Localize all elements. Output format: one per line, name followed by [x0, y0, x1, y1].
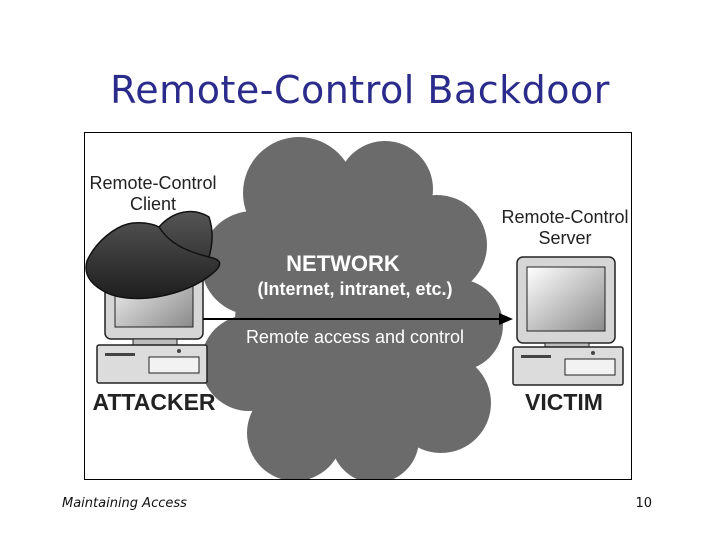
- backdoor-diagram: Remote-Control Client Remote-Control Ser…: [84, 132, 632, 480]
- connection-arrow: [203, 313, 513, 325]
- network-subtitle: (Internet, intranet, etc.): [257, 279, 453, 299]
- page-number: 10: [635, 496, 652, 511]
- black-hat-icon: [85, 210, 221, 300]
- network-title: NETWORK: [286, 251, 400, 276]
- victim-label: VICTIM: [525, 389, 603, 415]
- attacker-label: ATTACKER: [92, 389, 216, 415]
- victim-computer: [512, 256, 624, 386]
- footer-section-title: Maintaining Access: [62, 496, 187, 511]
- slide-title: Remote-Control Backdoor: [110, 68, 610, 112]
- client-label: Remote-Control Client: [89, 173, 217, 214]
- server-label: Remote-Control Server: [501, 207, 629, 248]
- diagram-graphics: [85, 137, 624, 479]
- network-cloud: [201, 137, 503, 479]
- connection-label: Remote access and control: [245, 327, 465, 347]
